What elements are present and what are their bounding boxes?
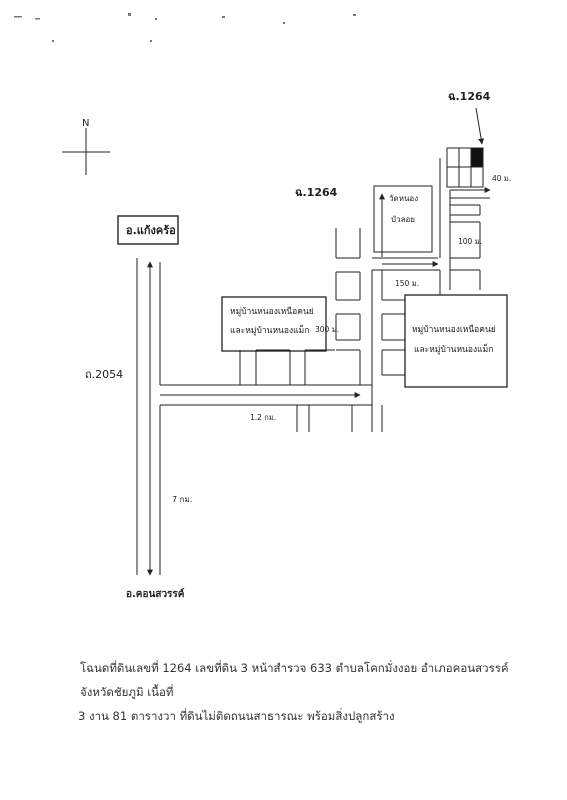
north-compass: N [62,118,110,175]
district-box-top [117,215,179,245]
village-right-label-1: หมู่บ้านหนองเหนือคนย่ [412,324,496,335]
village-left-label-2: และหมู่บ้านหนองแม็ก [230,324,309,336]
temple-box [373,185,433,253]
road-1264-top-label: ฉ.1264 [448,90,491,103]
temple-label-2: บัวลอย [391,215,415,224]
road-2054-label: ถ.2054 [85,368,123,381]
temple-label-1: วัดหนอง [389,194,418,203]
north-label: N [82,118,89,129]
distance-1-2km: 1.2 กม. [250,413,276,422]
village-box-right [404,294,508,388]
village-box-left [221,296,327,352]
distance-150m: 150 ม. [395,279,419,288]
distance-40m: 40 ม. [492,174,511,183]
road-1264-mid-label: ฉ.1264 [295,186,338,199]
district-top-label: อ.แก้งคร้อ [126,224,176,237]
description-line-2: 3 งาน 81 ตารางวา ที่ดินไม่ติดถนนสาธารณะ … [78,709,395,723]
distance-100m: 100 ม. [458,237,482,246]
district-bottom-label: อ.คอนสวรรค์ [126,588,185,600]
pointer-arrow [475,107,485,145]
plot-access-road [439,158,491,290]
east-road [160,349,372,432]
land-description: โฉนดที่ดินเลขที่ 1264 เลขที่ดิน 3 หน้าสำ… [78,656,540,728]
road-1264 [371,193,441,432]
village-left-label-1: หมู่บ้านหนองเหนือคนย่ [230,306,314,317]
scan-specks [14,13,356,42]
description-line-1: โฉนดที่ดินเลขที่ 1264 เลขที่ดิน 3 หน้าสำ… [80,661,509,699]
distance-300m: 300 ม. [315,325,339,334]
distance-7km: 7 กม. [172,495,192,504]
side-streets-left [335,228,361,385]
target-plot [470,147,484,168]
village-right-label-2: และหมู่บ้านหนองแม็ก [414,343,493,355]
land-plot-grid [446,147,484,188]
